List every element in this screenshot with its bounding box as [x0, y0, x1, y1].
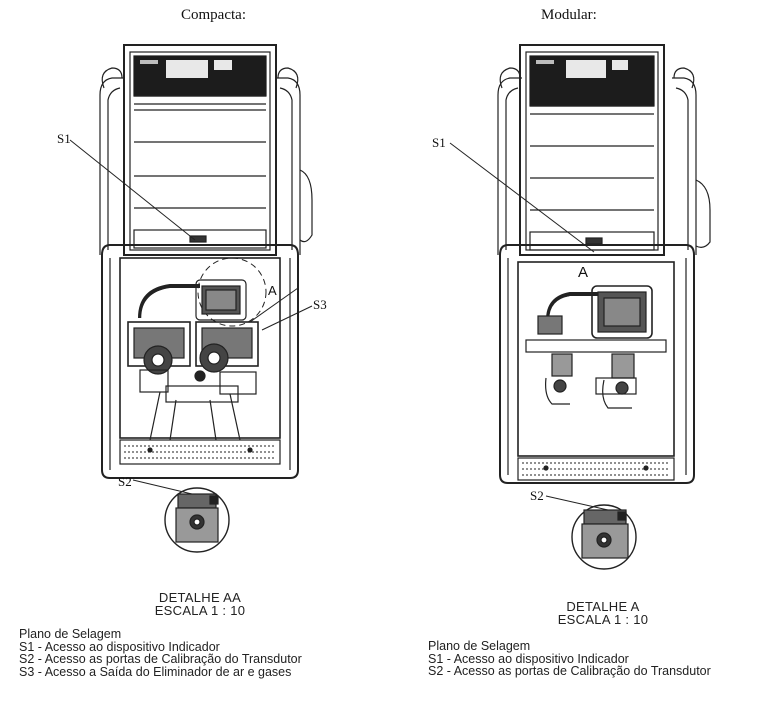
detail-a-caption: DETALHE A ESCALA 1 : 10	[548, 600, 658, 626]
compacta-title: Compacta:	[181, 7, 246, 23]
compacta-dispenser-drawing	[69, 44, 313, 553]
a-callout-compacta: A	[268, 283, 277, 298]
legend-title: Plano de Selagem	[19, 627, 122, 641]
detail-aa-title: DETALHE AA	[158, 590, 242, 605]
detail-a-title: DETALHE A	[566, 599, 640, 614]
legend-item-s1: S1 - Acesso ao dispositivo Indicador	[19, 639, 220, 654]
legend-compacta: Plano de Selagem S1 - Acesso ao disposit…	[19, 628, 302, 678]
legend-item-s3: S3 - Acesso a Saída do Eliminador de ar …	[19, 664, 292, 679]
legend-item-s2: S2 - Acesso as portas de Calibração do T…	[19, 652, 302, 666]
modular-title: Modular:	[541, 7, 597, 23]
s2-callout-compacta: S2	[118, 474, 132, 489]
s3-callout: S3	[313, 297, 327, 312]
a-callout-modular: A	[578, 264, 589, 281]
s2-callout-modular: S2	[530, 488, 544, 503]
modular-dispenser-drawing	[449, 44, 711, 570]
s1-callout-compacta: S1	[57, 131, 71, 146]
legend-title: Plano de Selagem	[428, 639, 531, 653]
legend-item-s1: S1 - Acesso ao dispositivo Indicador	[428, 651, 629, 666]
detail-a-scale: ESCALA 1 : 10	[557, 612, 649, 627]
detail-aa-scale: ESCALA 1 : 10	[154, 603, 246, 618]
detail-aa-caption: DETALHE AA ESCALA 1 : 10	[145, 591, 255, 617]
legend-item-s2: S2 - Acesso as portas de Calibração do T…	[428, 664, 711, 678]
legend-modular: Plano de Selagem S1 - Acesso ao disposit…	[428, 640, 711, 678]
s1-callout-modular: S1	[432, 135, 446, 150]
